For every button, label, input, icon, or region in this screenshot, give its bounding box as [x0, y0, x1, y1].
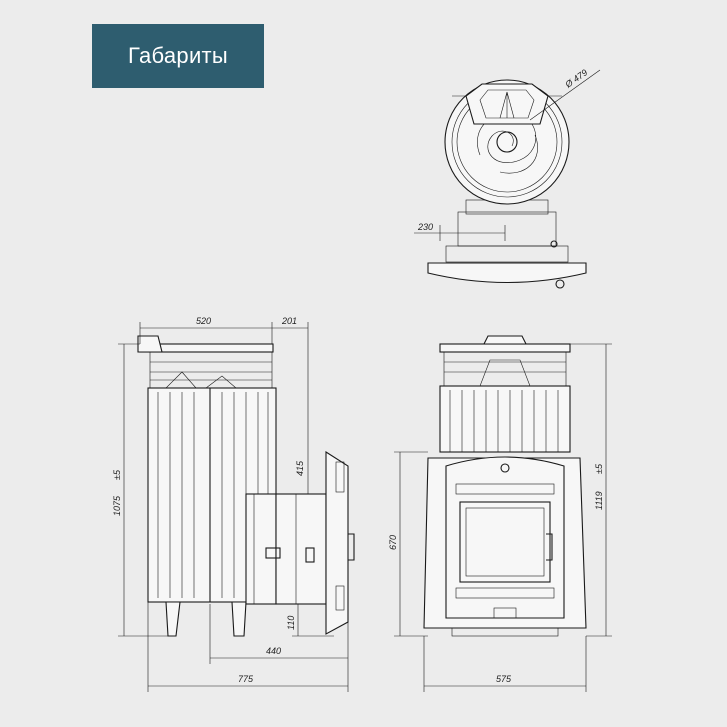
side-view: 520 201 1075 ±5 415 110 440 775: [112, 316, 355, 692]
offset-230-label: 230: [417, 222, 433, 232]
door-415-label: 415: [295, 460, 305, 476]
leg-110-label: 110: [286, 616, 296, 630]
width-575-label: 575: [496, 674, 512, 684]
height-1119-label: 1119: [594, 491, 604, 510]
top-view: Ø 479 230: [414, 67, 601, 289]
front-view: 1119 ±5 670 575: [388, 335, 612, 692]
diameter-label: Ø 479: [563, 67, 590, 90]
depth-440-label: 440: [266, 646, 281, 656]
height-1119-tol: ±5: [594, 463, 604, 474]
depth-775-label: 775: [238, 674, 254, 684]
width-520-label: 520: [196, 316, 211, 326]
page-title: Габариты: [127, 43, 229, 68]
title-banner: Габариты: [92, 24, 264, 88]
height-1075-label: 1075: [112, 495, 122, 516]
door-670-label: 670: [388, 535, 398, 550]
offset-201-label: 201: [281, 316, 297, 326]
height-1075-tol: ±5: [112, 469, 122, 480]
